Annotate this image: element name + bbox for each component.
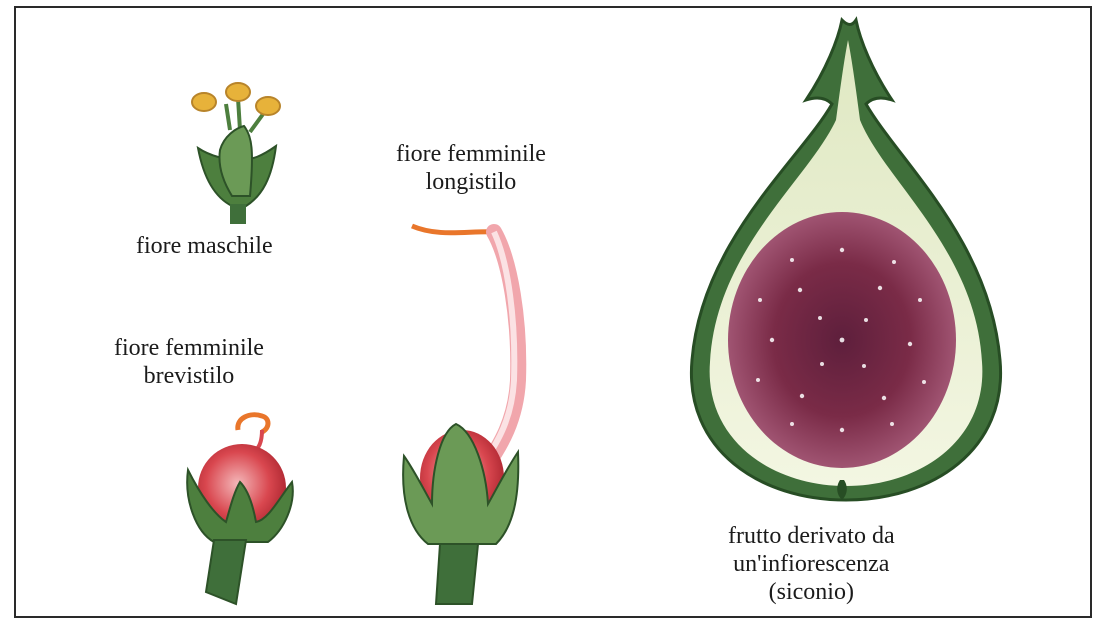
female-short-flower-drawing: [187, 415, 293, 604]
anther-right: [256, 97, 280, 115]
female-long-label: fiore femminile longistilo: [396, 140, 546, 196]
female-short-label: fiore femminile brevistilo: [114, 334, 264, 390]
female-long-flower-drawing: [403, 226, 518, 604]
fig-fruit-drawing: [691, 20, 1000, 500]
fruit-label: frutto derivato da un'infiorescenza (sic…: [728, 522, 895, 606]
male-flower-drawing: [192, 83, 280, 224]
anther-left: [192, 93, 216, 111]
male-flower-label: fiore maschile: [136, 232, 273, 260]
anther-center: [226, 83, 250, 101]
